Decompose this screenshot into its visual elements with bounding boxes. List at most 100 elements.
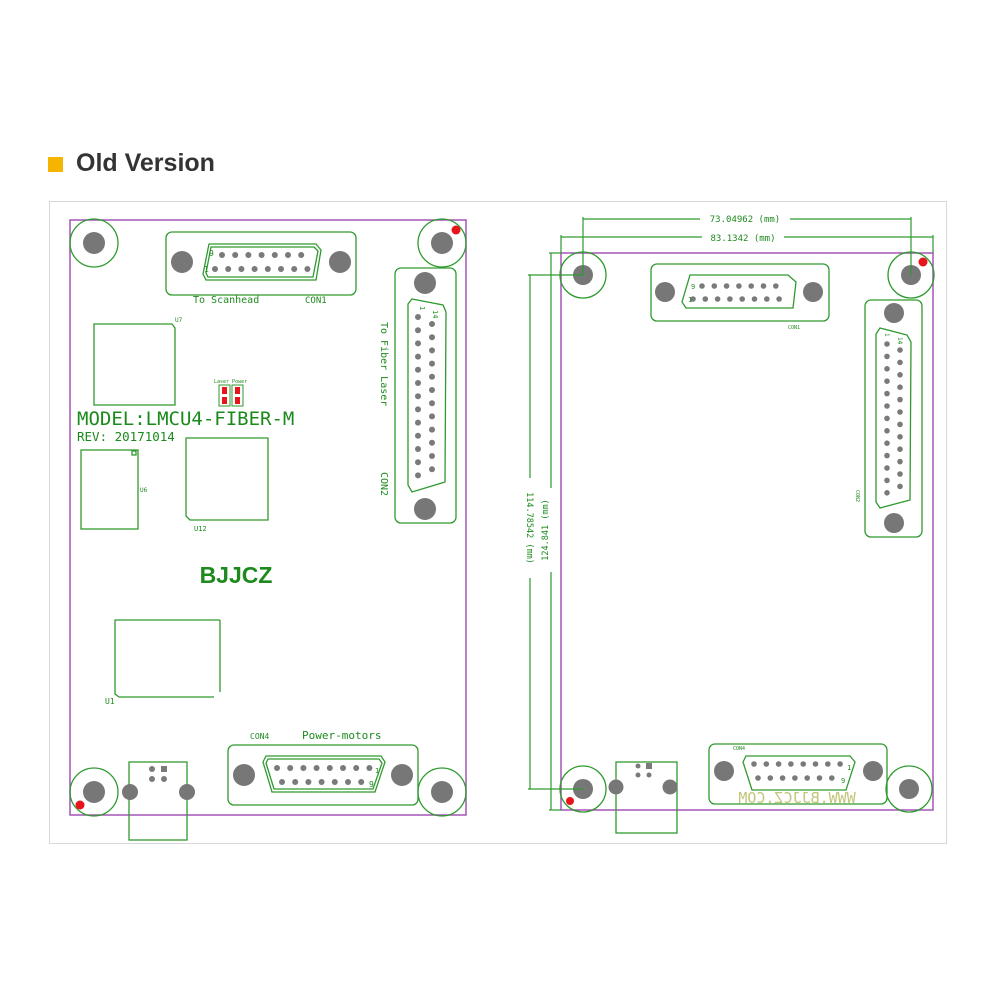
u6-label: U6: [140, 487, 148, 494]
connector-pin: [884, 378, 890, 385]
pin-mark: 9: [841, 777, 845, 785]
pin-mark: 14: [431, 310, 439, 318]
pin-mark: 9: [691, 283, 695, 291]
left-usb-connector: [122, 761, 195, 841]
marker-dot: [918, 257, 928, 267]
left-con4-connector: CON4 Power-motors 1 9: [227, 729, 419, 806]
connector-pin: [415, 446, 421, 452]
connector-pin: [345, 779, 351, 785]
connector-pin: [763, 761, 770, 767]
connector-pin: [415, 380, 421, 386]
section-marker-icon: [48, 157, 63, 172]
pin-mark: 1: [847, 764, 851, 772]
connector-pin: [751, 761, 757, 767]
connector-pin: [238, 266, 245, 272]
connector-pin: [415, 366, 421, 373]
pin-mark: 9: [369, 780, 374, 789]
connector-pin: [825, 761, 831, 767]
pin-mark: 1: [375, 767, 379, 775]
marker-dot: [566, 797, 574, 805]
connector-pin: [767, 775, 774, 781]
connector-pin: [251, 266, 258, 272]
con2-label: CON2: [854, 490, 860, 502]
connector-pin: [897, 446, 903, 453]
connector-pin: [292, 779, 299, 785]
con1-label: CON1: [305, 296, 327, 306]
connector-pin: [429, 439, 435, 446]
connector-pin: [415, 472, 421, 479]
connector-pin: [800, 761, 806, 767]
connector-pin: [415, 327, 421, 334]
connector-pin: [884, 490, 890, 496]
connector-pin: [300, 765, 307, 771]
connector-pin: [884, 428, 890, 434]
connector-pin: [702, 296, 709, 302]
dim-inner-width: 73.04962 (mm): [710, 215, 780, 225]
connector-pin: [897, 471, 903, 477]
con2-label: CON2: [378, 472, 389, 496]
connector-pin: [274, 765, 280, 771]
connector-pin: [358, 779, 365, 785]
connector-pin: [258, 252, 265, 258]
mounting-hole-ring: [69, 218, 119, 268]
connector-pin: [699, 283, 705, 289]
left-con1-connector: 9 1 To Scanhead CON1: [165, 231, 357, 306]
u12-footprint: [185, 437, 269, 521]
pin-mark: 1: [883, 333, 890, 337]
connector-pin: [415, 393, 421, 400]
connector-pin: [897, 396, 903, 403]
u7-footprint: [93, 323, 176, 406]
u1-footprint: [114, 619, 221, 698]
connector-pin: [751, 296, 758, 302]
connector-pin: [429, 387, 435, 393]
connector-pin: [225, 266, 232, 272]
connector-pin: [897, 347, 903, 353]
connector-pin: [232, 252, 239, 258]
connector-pin: [429, 373, 435, 380]
connector-pin: [353, 765, 360, 771]
connector-pin: [804, 775, 810, 781]
connector-pin: [287, 765, 294, 771]
pin-mark: 1: [688, 296, 692, 304]
pin-mark: 14: [896, 337, 903, 345]
connector-pin: [291, 266, 298, 272]
section-title: Old Version: [76, 149, 215, 177]
mounting-hole-ring: [69, 767, 119, 817]
marker-dot: [75, 800, 85, 810]
connector-pin: [429, 360, 435, 367]
connector-pin: [755, 775, 761, 781]
right-board: 73.04962 (mm) 83.1342 (mm) 114.78542 (mm…: [524, 212, 935, 834]
connector-pin: [429, 334, 435, 341]
connector-pin: [788, 761, 794, 767]
connector-pin: [305, 779, 312, 785]
u7-label: U7: [175, 317, 183, 324]
connector-pin: [773, 283, 779, 289]
connector-pin: [219, 252, 225, 258]
con2-description: To Fiber Laser: [378, 322, 389, 406]
connector-pin: [415, 340, 421, 347]
connector-pin: [884, 415, 890, 422]
pin-mark: 1: [418, 306, 426, 310]
connector-pin: [812, 761, 819, 767]
connector-pin: [429, 466, 435, 473]
dim-outer-width: 83.1342 (mm): [710, 234, 775, 244]
connector-pin: [278, 266, 284, 272]
con4-description: Power-motors: [302, 729, 381, 742]
connector-pin: [775, 761, 782, 767]
connector-pin: [264, 266, 271, 272]
con4-label: CON4: [250, 732, 269, 741]
mounting-hole: [431, 781, 453, 803]
connector-pin: [764, 296, 770, 302]
connector-pin: [415, 459, 421, 466]
con1-description: To Scanhead: [193, 295, 259, 306]
connector-pin: [748, 283, 754, 289]
connector-pin: [884, 366, 890, 372]
connector-pin: [690, 296, 696, 302]
connector-pin: [212, 266, 218, 272]
marker-dot: [451, 225, 461, 235]
con1-label: CON1: [788, 325, 800, 331]
dim-outer-height: 124.841 (mm): [541, 499, 551, 560]
connector-pin: [415, 314, 421, 320]
mounting-hole: [431, 232, 453, 254]
con4-label: CON4: [733, 746, 745, 752]
